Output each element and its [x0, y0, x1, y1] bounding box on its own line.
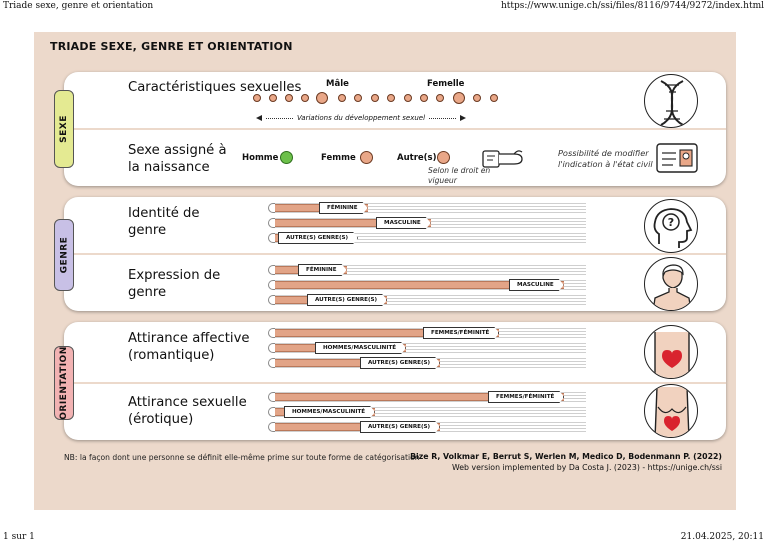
assigned-homme-label: Homme — [242, 153, 279, 163]
row-label-sexuelle: Attirance sexuelle (érotique) — [128, 395, 247, 427]
femme-dot — [360, 151, 373, 164]
bar-track: HOMMES/MASCULINITÉ — [268, 407, 586, 417]
bar-track: AUTRE(S) GENRE(S) — [268, 295, 586, 305]
bar-label: FÉMININE — [319, 202, 368, 214]
footnote: NB: la façon dont une personne se défini… — [64, 453, 420, 462]
arrow-right-icon — [460, 115, 467, 121]
band-divider — [64, 128, 726, 130]
bar-track: AUTRE(S) GENRE(S) — [268, 422, 586, 432]
wristband-icon — [482, 150, 523, 168]
torso-breasts-heart-icon — [644, 384, 698, 438]
droit-note: Selon le droit en vigueur — [428, 166, 491, 185]
scale-dot — [301, 94, 309, 102]
row-label-sexe-assigne: Sexe assigné à la naissance — [128, 143, 227, 175]
variations-indicator: Variations du développement sexuel — [256, 114, 467, 122]
print-datetime: 21.04.2025, 20:11 — [680, 532, 764, 542]
scale-dot — [387, 94, 395, 102]
scale-female-label: Femelle — [427, 79, 465, 89]
category-tab-orientation: ORIENTATION — [54, 346, 74, 420]
scale-dot — [436, 94, 444, 102]
band-sexe: Caractéristiques sexuelles Sexe assigné … — [64, 72, 726, 186]
person-icon — [644, 257, 698, 311]
bar-track: FÉMININE — [268, 203, 586, 213]
scale-dot — [453, 92, 465, 104]
credit-web[interactable]: Web version implemented by Da Costa J. (… — [451, 463, 722, 472]
bar-track: FEMMES/FÉMINITÉ — [268, 392, 586, 402]
print-header-title: Triade sexe, genre et orientation — [3, 1, 154, 11]
scale-dot — [420, 94, 428, 102]
band-divider — [64, 382, 726, 384]
head-question-icon: ? — [644, 199, 698, 253]
print-page-number: 1 sur 1 — [3, 532, 35, 542]
svg-text:?: ? — [668, 216, 674, 229]
print-header-url[interactable]: https://www.unige.ch/ssi/files/8116/9744… — [500, 1, 764, 11]
bar-track: FÉMININE — [268, 265, 586, 275]
bar-label: FEMMES/FÉMINITÉ — [423, 327, 499, 339]
bar-fill — [275, 393, 564, 401]
bar-track: MASCULINE — [268, 218, 586, 228]
bar-fill — [275, 423, 440, 431]
bar-label: HOMMES/MASCULINITÉ — [284, 406, 375, 418]
band-divider — [64, 253, 726, 255]
bar-label: AUTRE(S) GENRE(S) — [360, 421, 440, 433]
scale-dot — [354, 94, 362, 102]
category-tab-genre: GENRE — [54, 219, 74, 291]
dna-icon — [644, 74, 698, 128]
assigned-autres-label: Autre(s) — [397, 153, 437, 163]
bar-fill — [275, 281, 564, 289]
assigned-femme-label: Femme — [321, 153, 356, 163]
scale-dot — [269, 94, 277, 102]
scale-dot — [404, 94, 412, 102]
bar-label: HOMMES/MASCULINITÉ — [315, 342, 406, 354]
bar-label: AUTRE(S) GENRE(S) — [307, 294, 387, 306]
credit-authors: Bize R, Volkmar E, Berrut S, Werlen M, M… — [410, 452, 722, 461]
row-label-affective: Attirance affective (romantique) — [128, 331, 250, 363]
torso-heart-icon — [644, 325, 698, 379]
autres-dot — [437, 151, 450, 164]
bar-label: FEMMES/FÉMINITÉ — [488, 391, 564, 403]
bar-fill — [275, 359, 440, 367]
variations-label: Variations du développement sexuel — [296, 114, 426, 122]
bar-track: FEMMES/FÉMINITÉ — [268, 328, 586, 338]
bar-fill — [275, 329, 499, 337]
scale-dot — [490, 94, 498, 102]
scale-dot — [338, 94, 346, 102]
bar-label: FÉMININE — [298, 264, 347, 276]
bar-track: MASCULINE — [268, 280, 586, 290]
band-orientation: Attirance affective (romantique) Attiran… — [64, 322, 726, 440]
arrow-left-icon — [256, 115, 262, 121]
bar-track: HOMMES/MASCULINITÉ — [268, 343, 586, 353]
id-card-icon — [656, 143, 698, 173]
scale-dot — [371, 94, 379, 102]
scale-male-label: Mâle — [326, 79, 349, 89]
bar-track: AUTRE(S) GENRE(S) — [268, 233, 586, 243]
homme-dot — [280, 151, 293, 164]
row-label-caracteristiques: Caractéristiques sexuelles — [128, 80, 302, 95]
scale-dot — [473, 94, 481, 102]
bar-fill — [275, 219, 431, 227]
bar-label: AUTRE(S) GENRE(S) — [278, 232, 358, 244]
triad-poster: TRIADE SEXE, GENRE ET ORIENTATION Caract… — [34, 32, 736, 510]
category-tab-sexe: SEXE — [54, 90, 74, 168]
row-label-expression: Expression de genre — [128, 268, 221, 300]
bar-label: AUTRE(S) GENRE(S) — [360, 357, 440, 369]
row-label-identite: Identité de genre — [128, 206, 200, 238]
modify-note: Possibilité de modifier l'indication à l… — [558, 148, 653, 169]
poster-title: TRIADE SEXE, GENRE ET ORIENTATION — [50, 40, 293, 53]
band-genre: Identité de genre Expression de genre FÉ… — [64, 197, 726, 311]
scale-dot — [253, 94, 261, 102]
bar-track: AUTRE(S) GENRE(S) — [268, 358, 586, 368]
bar-label: MASCULINE — [376, 217, 431, 229]
bar-label: MASCULINE — [509, 279, 564, 291]
scale-dot — [316, 92, 328, 104]
scale-dot — [285, 94, 293, 102]
